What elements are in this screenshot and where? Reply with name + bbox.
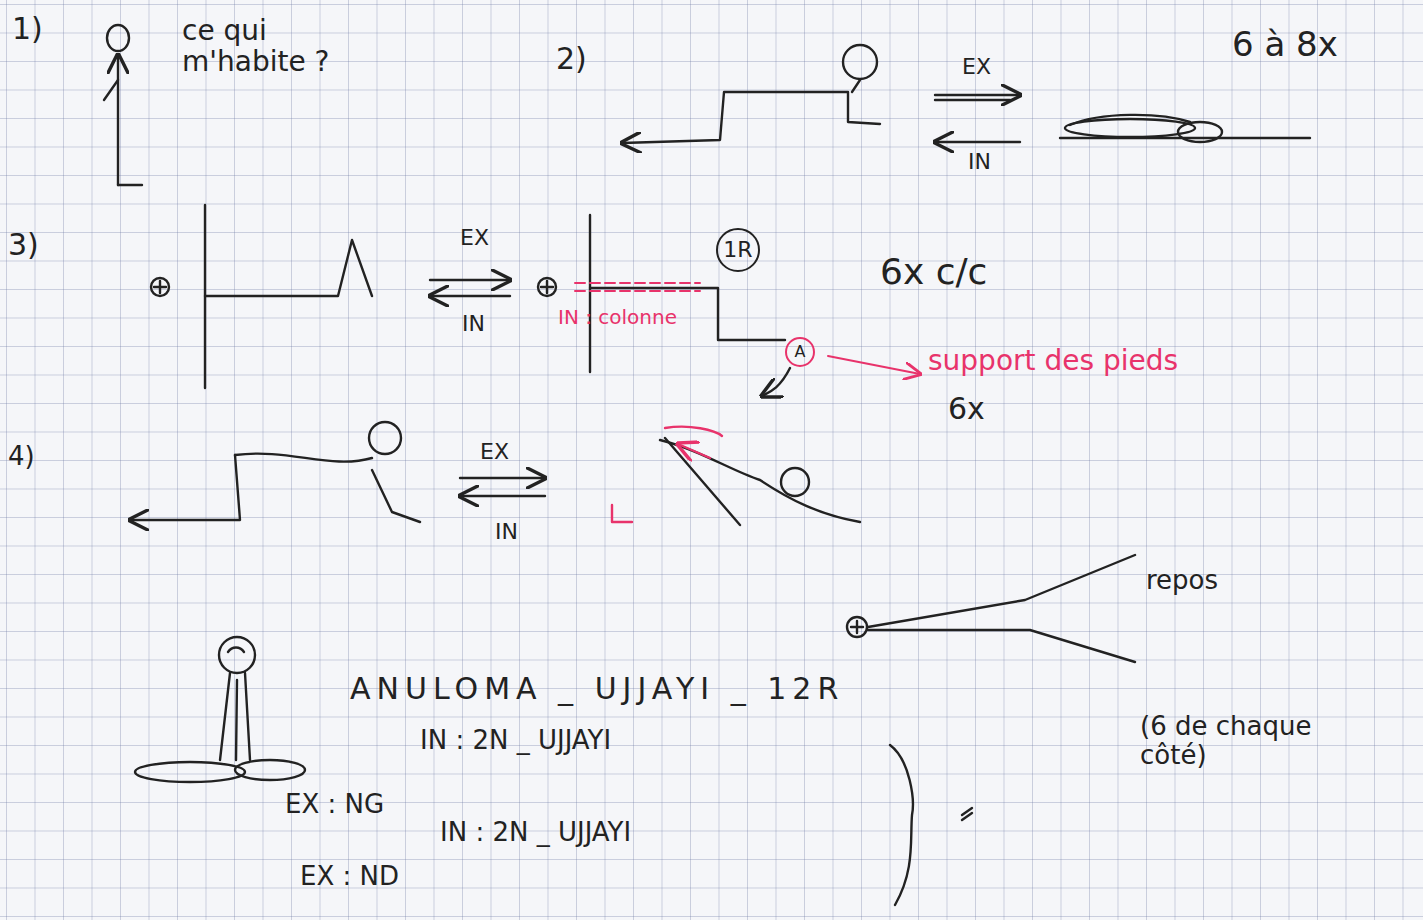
breath-arrows — [935, 95, 1020, 142]
circled-text: A — [795, 344, 806, 360]
handwritten-note: support des pieds — [928, 346, 1178, 377]
handwritten-note: ANULOMA _ UJJAYI _ 12R — [350, 672, 844, 705]
handwritten-note: EX : ND — [300, 862, 399, 891]
rest-figure — [847, 555, 1135, 662]
seated-figure — [135, 637, 305, 782]
handwritten-note: (6 de chaque côté) — [1140, 712, 1350, 769]
standing-figure — [104, 25, 142, 185]
brace — [890, 745, 972, 905]
foot-support-arrow — [575, 283, 920, 374]
handwritten-note: EX — [962, 55, 991, 79]
kneeling-figure — [622, 45, 880, 143]
kneeling-figure — [130, 422, 420, 522]
breath-arrows — [430, 280, 510, 296]
handwritten-note: 1) — [12, 12, 43, 45]
handwritten-note: IN : colonne — [558, 306, 677, 328]
handwritten-note: EX : NG — [285, 790, 384, 819]
circled-text: 1R — [723, 239, 752, 261]
handwritten-note: 6x c/c — [880, 252, 987, 292]
handwritten-note: IN — [462, 312, 485, 336]
handwritten-note: IN — [495, 520, 518, 544]
handwritten-note: 6x — [948, 392, 985, 425]
handwritten-note: EX — [480, 440, 509, 464]
handwritten-note: 6 à 8x — [1232, 26, 1338, 63]
circled-mark: 1R — [716, 228, 760, 272]
handwritten-note: repos — [1146, 566, 1218, 595]
lying-figure-legs-up — [151, 205, 372, 388]
lying-figure-knees-bent — [538, 215, 790, 396]
breath-arrows — [460, 478, 545, 496]
prone-figure — [1060, 115, 1310, 142]
handwritten-note: IN — [968, 150, 991, 174]
handwritten-note: IN : 2N _ UJJAYI — [440, 818, 631, 847]
handwritten-note: 4) — [8, 442, 35, 471]
handwritten-note: 2) — [556, 42, 587, 75]
handwritten-note: 3) — [8, 228, 39, 261]
circled-mark: A — [785, 337, 815, 367]
handwritten-note: EX — [460, 226, 489, 250]
handwritten-note: ce qui m'habite ? — [182, 16, 357, 78]
handwritten-note: IN : 2N _ UJJAYI — [420, 726, 611, 755]
child-pose-figure — [612, 427, 860, 525]
